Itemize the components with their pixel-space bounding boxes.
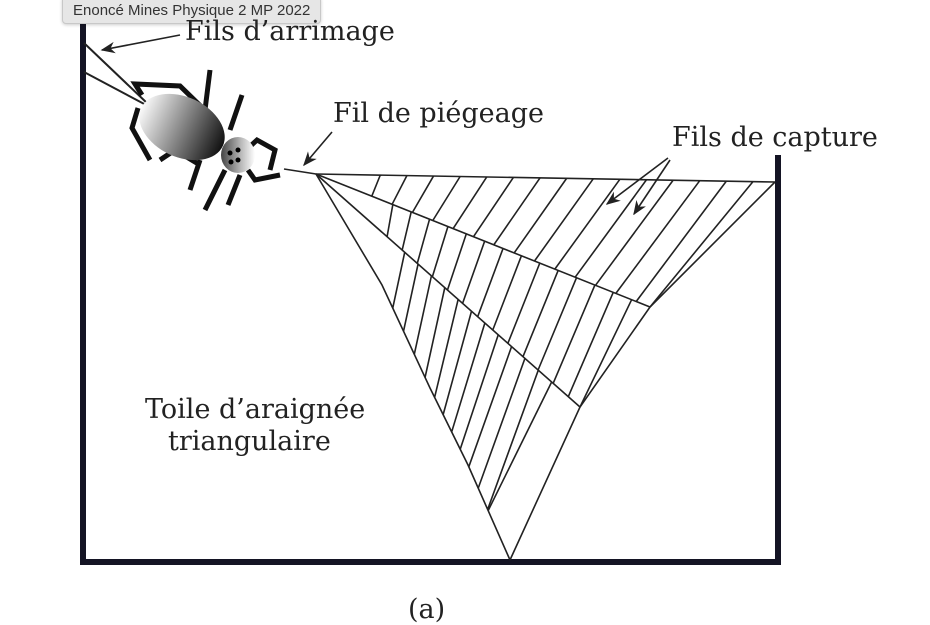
capture-thread: [416, 219, 431, 264]
trap-arrow: [303, 131, 333, 167]
web-left-edge: [315, 173, 511, 561]
anchor-arrow: [100, 34, 181, 54]
figure-caption: (a): [408, 594, 446, 625]
capture-thread: [477, 358, 526, 489]
capture-thread: [391, 252, 406, 309]
trap-thread: [283, 168, 317, 175]
capture-thread: [401, 211, 412, 251]
capture-thread: [386, 204, 394, 237]
capture-thread: [579, 299, 633, 408]
capture-thread: [371, 174, 382, 197]
capture-thread: [492, 255, 523, 331]
capture-thread: [472, 176, 515, 238]
capture-thread: [567, 292, 614, 397]
label-anchor-threads: Fils d’arrimage: [185, 16, 395, 47]
capture-thread: [476, 248, 504, 317]
capture-thread: [468, 346, 513, 468]
label-web-line1: Toile d’araignée: [145, 394, 366, 425]
capture-thread: [446, 233, 468, 291]
anchor-threads: [83, 42, 149, 107]
capture-thread: [450, 322, 486, 433]
capture-thread: [424, 287, 446, 378]
capture-thread: [594, 179, 674, 286]
capture-thread: [552, 284, 596, 384]
capture-thread: [442, 311, 473, 415]
spider-icon: [129, 69, 281, 212]
capture-arrow-1: [605, 157, 669, 205]
capture-thread: [402, 263, 419, 332]
capture-thread: [431, 226, 449, 277]
capture-thread: [487, 381, 553, 511]
capture-thread: [391, 175, 408, 205]
capture-thread: [649, 181, 754, 308]
capture-thread: [554, 178, 621, 270]
capture-thread: [486, 369, 540, 510]
capture-thread: [461, 240, 486, 304]
label-web-line2: triangulaire: [168, 426, 331, 457]
capture-thread: [615, 180, 701, 294]
capture-thread: [513, 177, 568, 254]
web-top-edge: [315, 173, 776, 183]
label-capture-threads: Fils de capture: [672, 122, 878, 153]
web: [283, 168, 776, 561]
capture-thread: [452, 176, 488, 230]
capture-thread: [574, 179, 648, 278]
capture-thread: [537, 277, 578, 371]
web-right-edge: [509, 181, 776, 561]
capture-thread: [413, 275, 433, 355]
tooltip: Enoncé Mines Physique 2 MP 2022: [62, 0, 322, 24]
web-radial: [315, 173, 581, 408]
label-arrows: [100, 34, 671, 216]
capture-thread: [432, 176, 461, 221]
capture-arrow-2: [633, 159, 671, 216]
web-radial: [315, 173, 651, 308]
capture-thread: [522, 270, 559, 357]
capture-thread: [411, 175, 435, 213]
capture-thread: [533, 178, 594, 262]
capture-thread: [433, 299, 459, 398]
label-trap-thread: Fil de piégeage: [333, 98, 544, 129]
frame: [80, 20, 781, 565]
capture-thread: [635, 180, 727, 302]
capture-thread: [493, 177, 541, 246]
capture-thread: [507, 262, 541, 344]
capture-thread: [459, 334, 499, 450]
